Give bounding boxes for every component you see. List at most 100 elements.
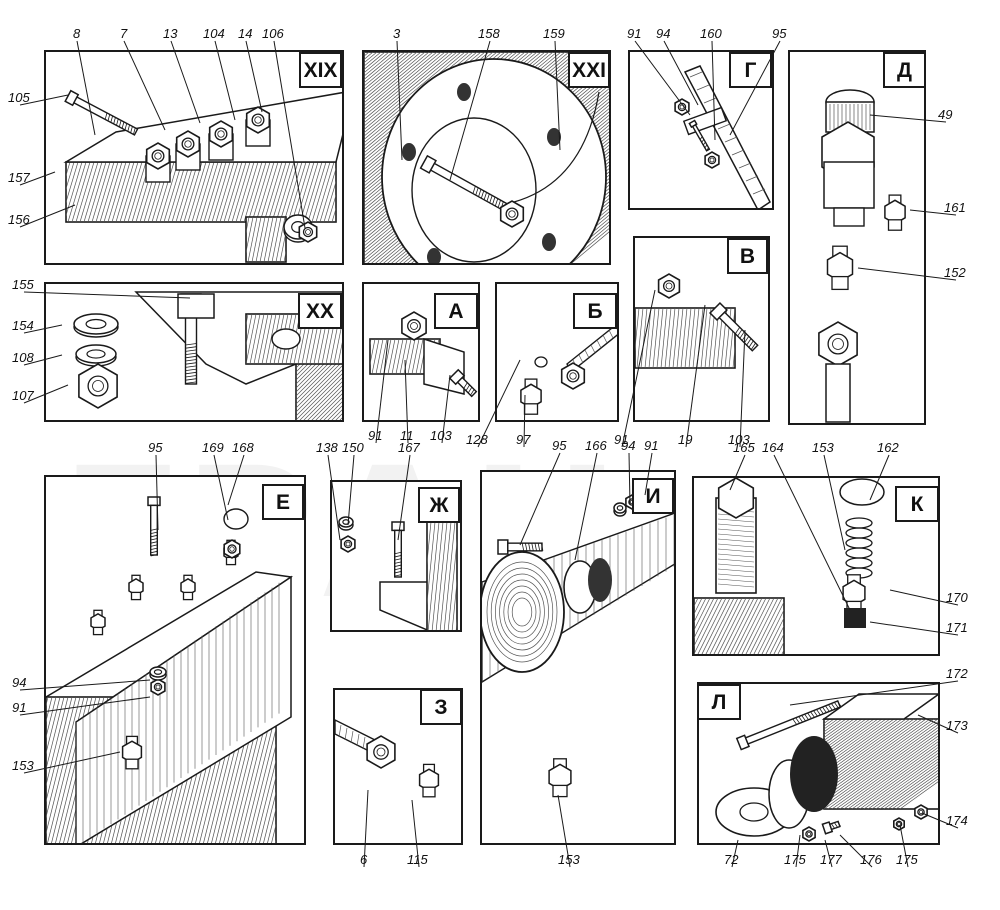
socket-nut-icon xyxy=(208,120,234,148)
callout-number: 103 xyxy=(728,432,750,447)
panel-i xyxy=(480,470,676,845)
callout-number: 6 xyxy=(360,852,368,867)
bolt-167-icon xyxy=(391,521,405,578)
hex-nut-icon xyxy=(340,535,356,553)
callout-number: 154 xyxy=(12,318,34,333)
panel-label-g: Г xyxy=(729,52,772,88)
washer-icon xyxy=(149,666,167,681)
callout-number: 115 xyxy=(407,852,428,867)
bolt-95-icon xyxy=(147,496,161,557)
fitting-icon xyxy=(128,574,144,601)
callout-number: 153 xyxy=(812,440,834,455)
fitting-152-icon xyxy=(826,245,854,291)
callout-number: 165 xyxy=(733,440,755,455)
panel-drawing xyxy=(482,494,674,798)
bolt-icon xyxy=(688,119,711,152)
panel-drawing xyxy=(520,323,617,415)
callout-number: 152 xyxy=(944,265,966,280)
bracket-plate xyxy=(245,313,342,365)
callout-number: 169 xyxy=(202,440,224,455)
hex-nut-icon xyxy=(560,362,586,390)
callout-number: 128 xyxy=(466,432,488,447)
callout-number: 161 xyxy=(944,200,966,215)
panel-drawing xyxy=(818,89,906,423)
washer-icon xyxy=(338,516,354,531)
callout-number: 97 xyxy=(516,432,531,447)
socket-nut-icon xyxy=(245,106,271,134)
callout-number: 94 xyxy=(12,675,27,690)
callout-number: 95 xyxy=(772,26,787,41)
spring-washer-108-icon xyxy=(75,344,117,367)
fitting-115-icon xyxy=(418,763,440,798)
callout-number: 91 xyxy=(368,428,383,443)
union-nut-6-icon xyxy=(366,735,396,769)
callout-number: 91 xyxy=(627,26,642,41)
fitting-icon xyxy=(180,574,196,601)
callout-number: 91 xyxy=(644,438,659,453)
callout-number: 106 xyxy=(262,26,284,41)
plug-161-icon xyxy=(884,194,906,231)
mounting-base xyxy=(694,597,785,654)
bolt-105-icon xyxy=(64,89,139,136)
nut-107-icon xyxy=(78,363,118,409)
callout-number: 166 xyxy=(585,438,607,453)
wooden-beam xyxy=(65,161,337,223)
callout-number: 107 xyxy=(12,388,34,403)
hex-nut-icon xyxy=(704,151,720,169)
bolt-172-icon xyxy=(735,700,842,751)
valve-body-icon xyxy=(821,89,875,227)
bolt-icon xyxy=(708,301,759,352)
callout-number: 91 xyxy=(12,700,27,715)
callout-number: 91 xyxy=(614,432,629,447)
callout-number: 138 xyxy=(316,440,338,455)
fitting-97-icon xyxy=(520,378,542,415)
callout-number: 170 xyxy=(946,590,968,605)
hex-nut-icon xyxy=(657,273,681,299)
fitting-170-icon xyxy=(842,574,866,614)
callout-number: 108 xyxy=(12,350,34,365)
panel-label-xix: XIX xyxy=(299,52,342,88)
panel-label-b: Б xyxy=(573,293,617,329)
panel-e xyxy=(44,475,306,845)
fitting-icon xyxy=(90,609,106,636)
callout-number: 157 xyxy=(8,170,30,185)
callout-number: 177 xyxy=(820,852,842,867)
callout-number: 150 xyxy=(342,440,364,455)
union-nut-icon xyxy=(818,321,858,367)
callout-number: 94 xyxy=(656,26,671,41)
callout-number: 164 xyxy=(762,440,784,455)
callout-number: 156 xyxy=(8,212,30,227)
callout-number: 162 xyxy=(877,440,899,455)
callout-number: 14 xyxy=(238,26,253,41)
callout-number: 158 xyxy=(478,26,500,41)
panel-drawing xyxy=(338,501,458,630)
callout-number: 155 xyxy=(12,277,34,292)
hex-nut-icon xyxy=(674,98,690,116)
callout-number: 160 xyxy=(700,26,722,41)
callout-number: 7 xyxy=(120,26,128,41)
callout-number: 94 xyxy=(621,438,636,453)
callout-number: 8 xyxy=(73,26,81,41)
callout-number: 174 xyxy=(946,813,968,828)
hex-nut-icon xyxy=(499,200,525,228)
callout-number: 95 xyxy=(552,438,567,453)
callout-number: 168 xyxy=(232,440,254,455)
callout-number: 103 xyxy=(430,428,452,443)
panel-label-e: Е xyxy=(262,484,304,520)
callout-number: 153 xyxy=(12,758,34,773)
callout-number: 159 xyxy=(543,26,565,41)
socket-nut-icon xyxy=(175,130,201,158)
callout-number: 95 xyxy=(148,440,163,455)
washer-icon xyxy=(613,502,627,517)
callout-number: 72 xyxy=(724,852,739,867)
hex-nut-icon xyxy=(223,539,241,559)
callout-number: 167 xyxy=(398,440,420,455)
callout-number: 49 xyxy=(938,107,953,122)
hex-nut-icon xyxy=(298,221,318,243)
panel-label-zh: Ж xyxy=(418,487,460,523)
callout-number: 13 xyxy=(163,26,178,41)
panel-label-v: В xyxy=(727,238,768,274)
callout-number: 171 xyxy=(946,620,968,635)
panel-drawing xyxy=(46,496,294,843)
